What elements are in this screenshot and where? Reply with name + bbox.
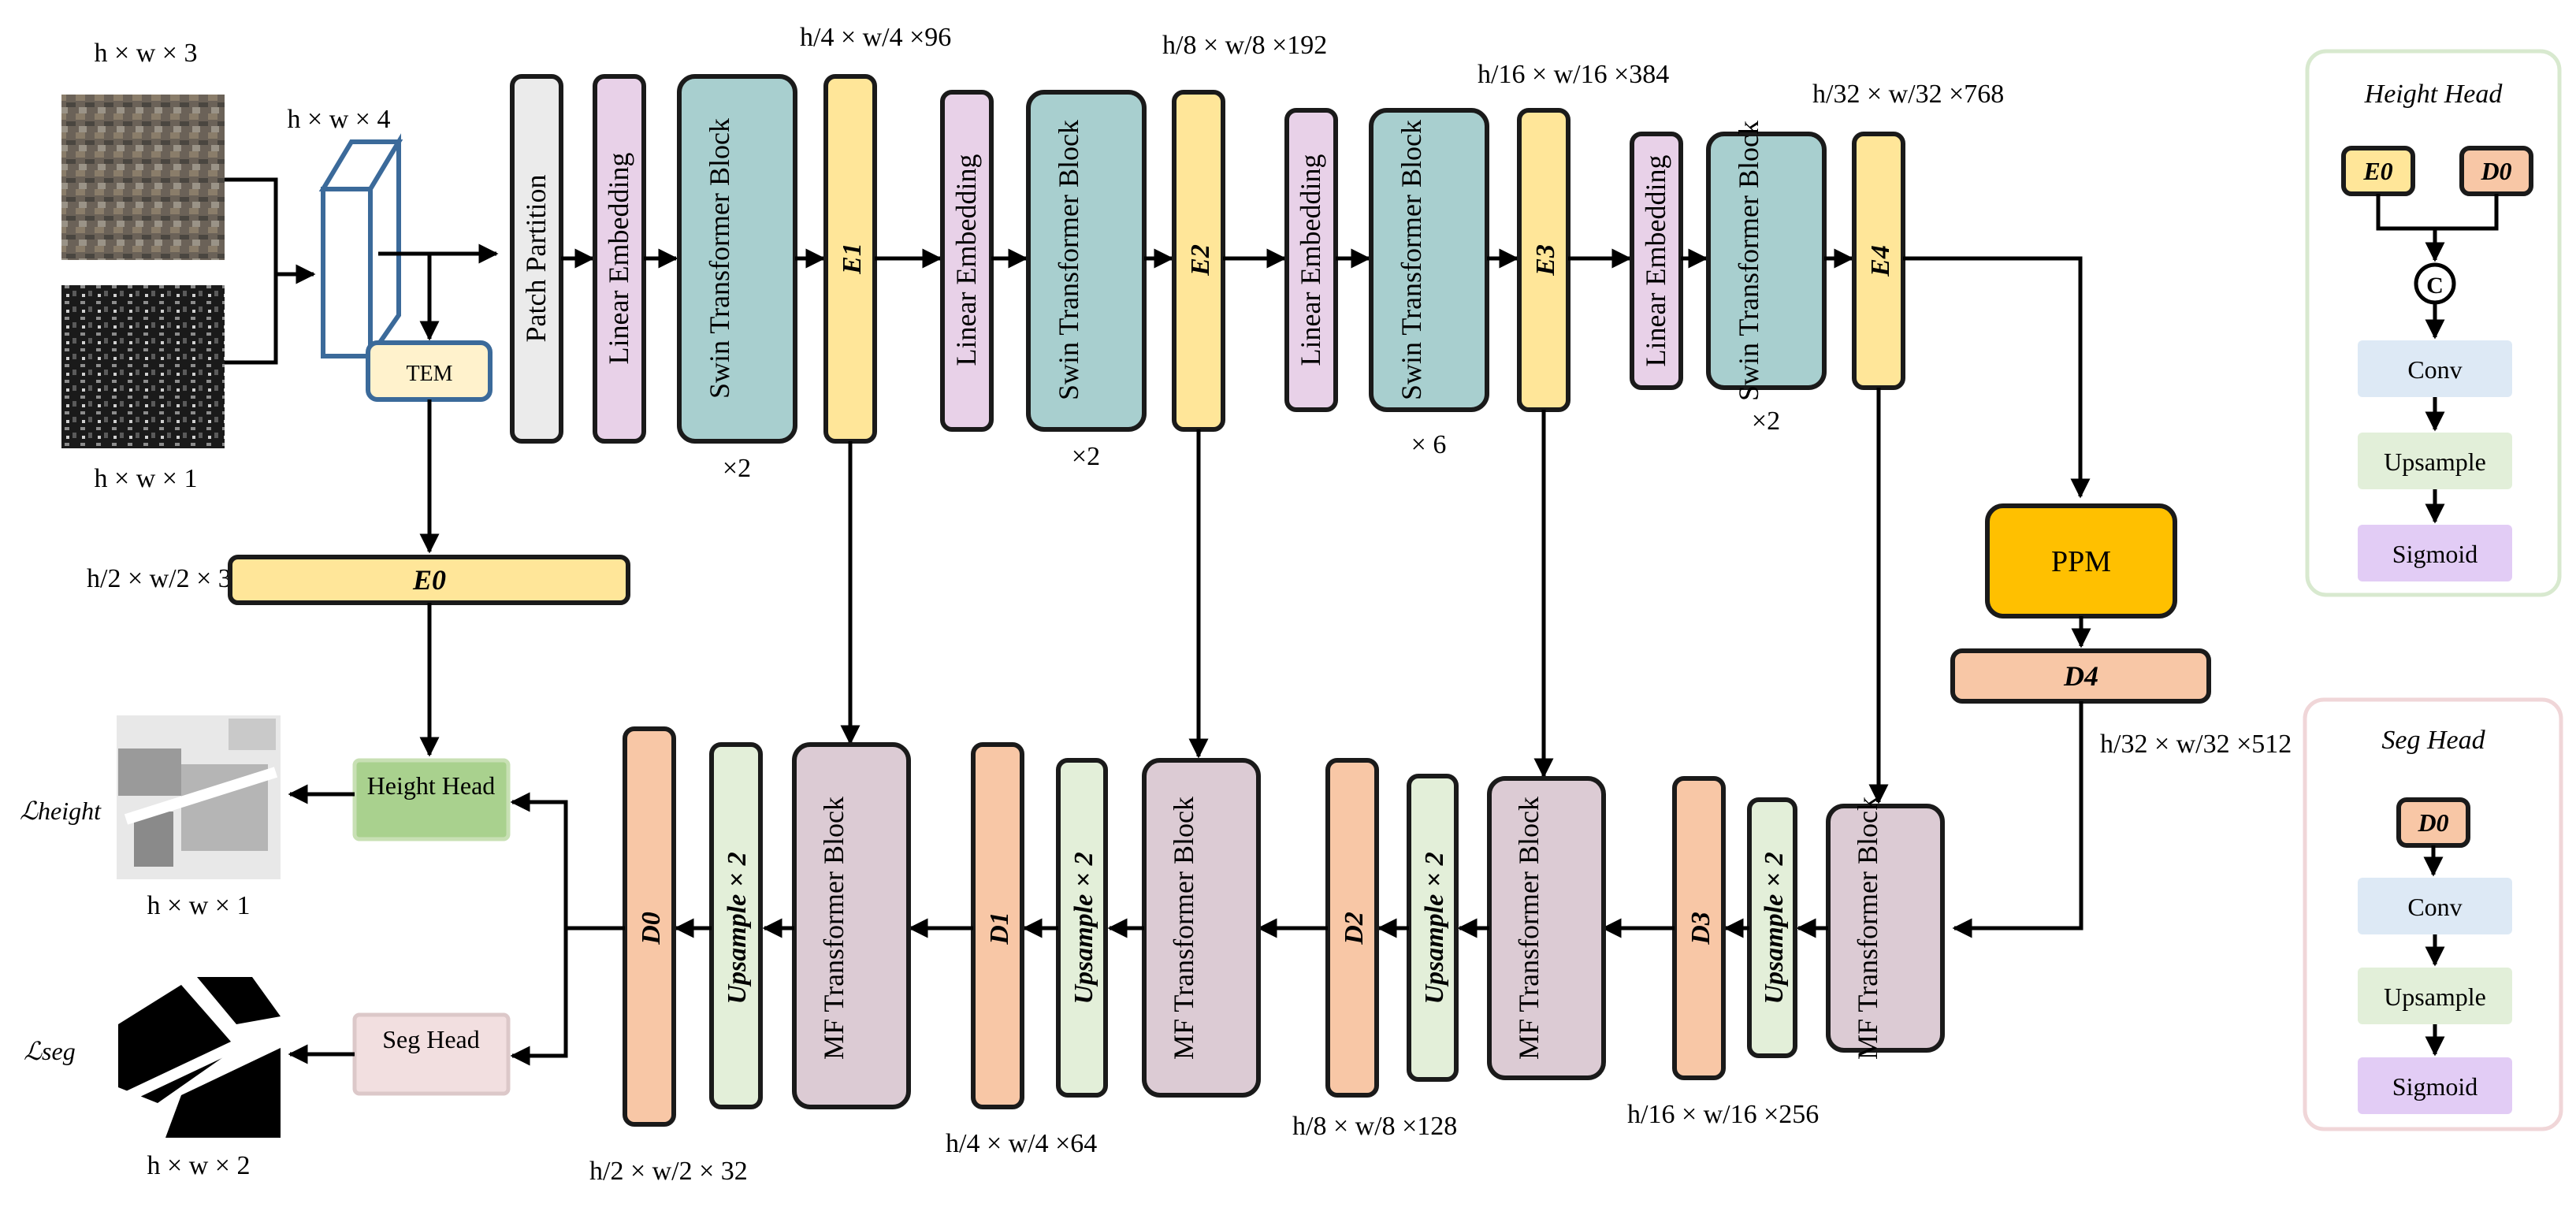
mf-block-4-label: MF Transformer Block	[1852, 797, 1883, 1060]
e0-dim-label: h/2 × w/2 × 32	[87, 564, 245, 593]
panel-conv	[2358, 340, 2512, 397]
panel-sigmoid	[2358, 525, 2512, 581]
swin-3-reps: × 6	[1411, 430, 1447, 459]
swin-4-reps: ×2	[1752, 407, 1780, 436]
swin-block-4	[1706, 132, 1827, 390]
height-head-box	[352, 758, 511, 841]
seg-panel-upsample-label: Upsample	[2384, 983, 2486, 1011]
concat-block	[321, 187, 373, 358]
arrow-e4-to-ppm	[1903, 256, 2091, 499]
e0-label: E0	[412, 564, 446, 596]
height-head-label: Height Head	[367, 771, 496, 800]
upsample-1	[709, 742, 763, 1109]
upsample-1-label: Upsample × 2	[723, 852, 752, 1004]
concat-dim-label: h × w × 4	[288, 105, 391, 134]
seg-output-image	[117, 974, 283, 1138]
swin-block-1	[677, 74, 797, 444]
e3-label: E3	[1531, 244, 1560, 277]
e2-label: E2	[1186, 244, 1215, 277]
e1-dim-label: h/4 × w/4 ×96	[800, 23, 951, 52]
linear-embedding-1-label: Linear Embedding	[603, 153, 634, 365]
d4-label: D4	[2063, 660, 2098, 692]
ppm-label: PPM	[2051, 545, 2111, 578]
mf-block-2	[1142, 758, 1261, 1098]
mf-block-3	[1487, 776, 1606, 1080]
d3-dim-label: h/16 × w/16 ×256	[1627, 1100, 1819, 1129]
swin-block-3	[1369, 108, 1489, 412]
mf-block-4	[1826, 804, 1945, 1053]
mf-block-1	[792, 742, 911, 1109]
d2-label: D2	[1340, 912, 1369, 945]
e4-dim-label: h/32 × w/32 ×768	[1812, 80, 2004, 109]
linear-embedding-3-label: Linear Embedding	[1295, 154, 1326, 366]
swin-block-4-label: Swin Transformer Block	[1733, 121, 1764, 401]
rgb-input-image	[61, 95, 225, 260]
loss-seg-label: ℒseg	[24, 1037, 76, 1065]
panel-e0-label: E0	[2362, 157, 2392, 185]
seg-panel-sigmoid	[2358, 1057, 2512, 1114]
d3-label: D3	[1686, 912, 1715, 945]
swin-1-reps: ×2	[723, 454, 751, 483]
seg-panel-upsample	[2358, 968, 2512, 1024]
height-head-panel-title: Height Head	[2364, 80, 2504, 109]
swin-block-2-label: Swin Transformer Block	[1053, 120, 1084, 400]
seg-head-label: Seg Head	[382, 1025, 480, 1053]
d1-dim-label: h/4 × w/4 ×64	[946, 1129, 1097, 1158]
upsample-3-label: Upsample × 2	[1420, 852, 1449, 1004]
seg-panel-sigmoid-label: Sigmoid	[2392, 1072, 2477, 1101]
panel-d0-label: D0	[2480, 157, 2511, 185]
e4-label: E4	[1866, 245, 1895, 277]
seg-panel-conv-label: Conv	[2407, 893, 2462, 921]
panel-upsample-label: Upsample	[2384, 448, 2486, 476]
patch-partition-label: Patch Partition	[520, 175, 552, 343]
rgb-dim-label: h × w × 3	[95, 39, 198, 68]
panel-concat-lines	[2376, 194, 2499, 231]
upsample-4-label: Upsample × 2	[1760, 852, 1789, 1004]
e2-dim-label: h/8 × w/8 ×192	[1162, 31, 1327, 60]
panel-conv-label: Conv	[2407, 355, 2462, 384]
seg-head-panel-title: Seg Head	[2381, 726, 2485, 755]
input-bracket	[225, 177, 278, 365]
swin-2-reps: ×2	[1072, 442, 1100, 471]
height-output-dim: h × w × 1	[147, 891, 251, 920]
e3-dim-label: h/16 × w/16 ×384	[1478, 60, 1669, 89]
d0-dim-label: h/2 × w/2 × 32	[589, 1157, 748, 1186]
panel-upsample	[2358, 433, 2512, 489]
seg-output-dim: h × w × 2	[147, 1151, 251, 1180]
dsm-dim-label: h × w × 1	[95, 464, 198, 493]
seg-panel-d0-label: D0	[2417, 808, 2448, 837]
linear-embedding-2	[940, 90, 994, 432]
dsm-input-image	[61, 285, 225, 448]
upsample-2-label: Upsample × 2	[1069, 852, 1098, 1004]
d2-dim-label: h/8 × w/8 ×128	[1292, 1112, 1457, 1141]
arrow-d4-to-mf4	[1952, 701, 2083, 938]
linear-embedding-2-label: Linear Embedding	[950, 154, 982, 366]
d0-label: D0	[637, 912, 666, 945]
d4-dim-label: h/32 × w/32 ×512	[2100, 730, 2292, 759]
swin-block-2	[1026, 90, 1147, 432]
linear-embedding-4-label: Linear Embedding	[1640, 155, 1671, 367]
arrow-d0-to-height-head	[510, 792, 625, 931]
loss-height-label: ℒheight	[20, 797, 102, 825]
d1-bar	[971, 742, 1024, 1109]
mf-block-1-label: MF Transformer Block	[818, 797, 849, 1060]
swin-block-3-label: Swin Transformer Block	[1396, 120, 1427, 400]
d1-label: D1	[985, 912, 1014, 945]
tem-label: TEM	[406, 362, 452, 386]
swin-block-1-label: Swin Transformer Block	[704, 118, 735, 399]
e1-label: E1	[838, 243, 867, 275]
panel-sigmoid-label: Sigmoid	[2392, 540, 2477, 568]
height-output-image	[117, 715, 281, 879]
mf-block-2-label: MF Transformer Block	[1168, 797, 1199, 1060]
seg-panel-conv	[2358, 878, 2512, 934]
mf-block-3-label: MF Transformer Block	[1513, 797, 1544, 1060]
arrow-d0-to-seg-head	[510, 928, 568, 1066]
linear-embedding-4	[1630, 132, 1683, 390]
concat-icon-label: C	[2426, 273, 2444, 299]
